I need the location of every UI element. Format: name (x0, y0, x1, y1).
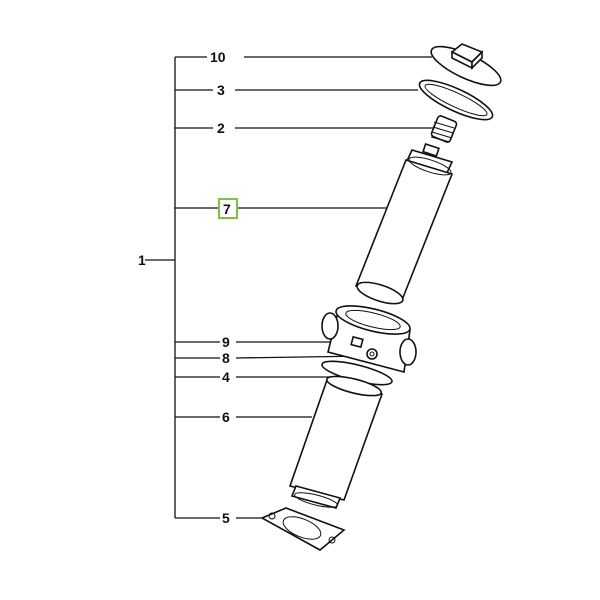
oring-part (418, 79, 494, 121)
callout-7: 7 (223, 201, 231, 217)
spring-part (430, 115, 458, 143)
callout-1: 1 (138, 252, 146, 268)
bowl-part (288, 375, 384, 509)
callout-6: 6 (222, 409, 230, 425)
callout-4: 4 (222, 369, 230, 385)
base-gasket-part (260, 507, 346, 551)
callout-5: 5 (222, 510, 230, 526)
callout-8: 8 (222, 350, 230, 366)
filter-head-part (321, 305, 417, 374)
callout-9: 9 (222, 334, 230, 350)
callout-labels: 1 10 3 2 7 9 8 4 6 5 (138, 49, 238, 526)
filter-element-part (354, 143, 454, 305)
callout-3: 3 (217, 82, 225, 98)
callout-10: 10 (210, 49, 226, 65)
cap-part (430, 43, 502, 87)
callout-2: 2 (217, 120, 225, 136)
callout-7-highlight-box (218, 198, 238, 219)
